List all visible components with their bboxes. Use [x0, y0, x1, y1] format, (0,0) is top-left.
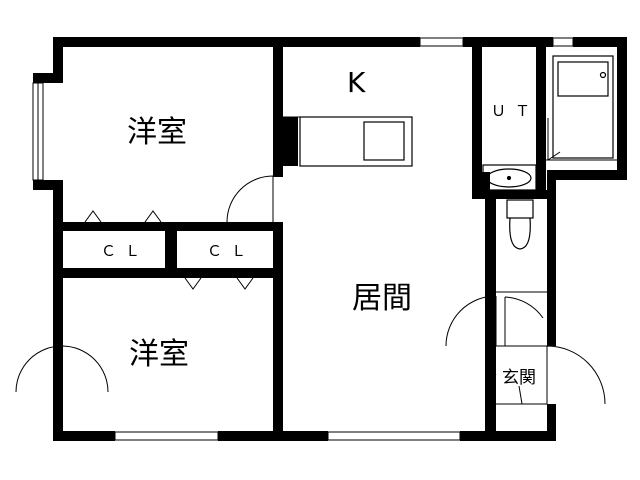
toilet: [506, 199, 534, 250]
utility-label: ＵＴ: [491, 102, 540, 120]
bathtub: [552, 55, 614, 159]
wash-basin: [482, 164, 537, 191]
closet-label: ＣＬ: [101, 242, 150, 260]
windows: [32, 37, 574, 441]
partitions: [283, 116, 617, 405]
closet-label: ＣＬ: [207, 242, 256, 260]
closet-doors: [84, 210, 254, 290]
western-room-label: 洋室: [129, 337, 189, 372]
entrance-label: 玄関: [502, 368, 536, 388]
outer-walls: [33, 37, 627, 441]
doors: [15, 118, 606, 405]
western-room-label: 洋室: [127, 115, 187, 150]
kitchen-counter: [299, 116, 413, 167]
living-room-label: 居間: [352, 281, 412, 316]
kitchen-label: K: [347, 66, 367, 99]
